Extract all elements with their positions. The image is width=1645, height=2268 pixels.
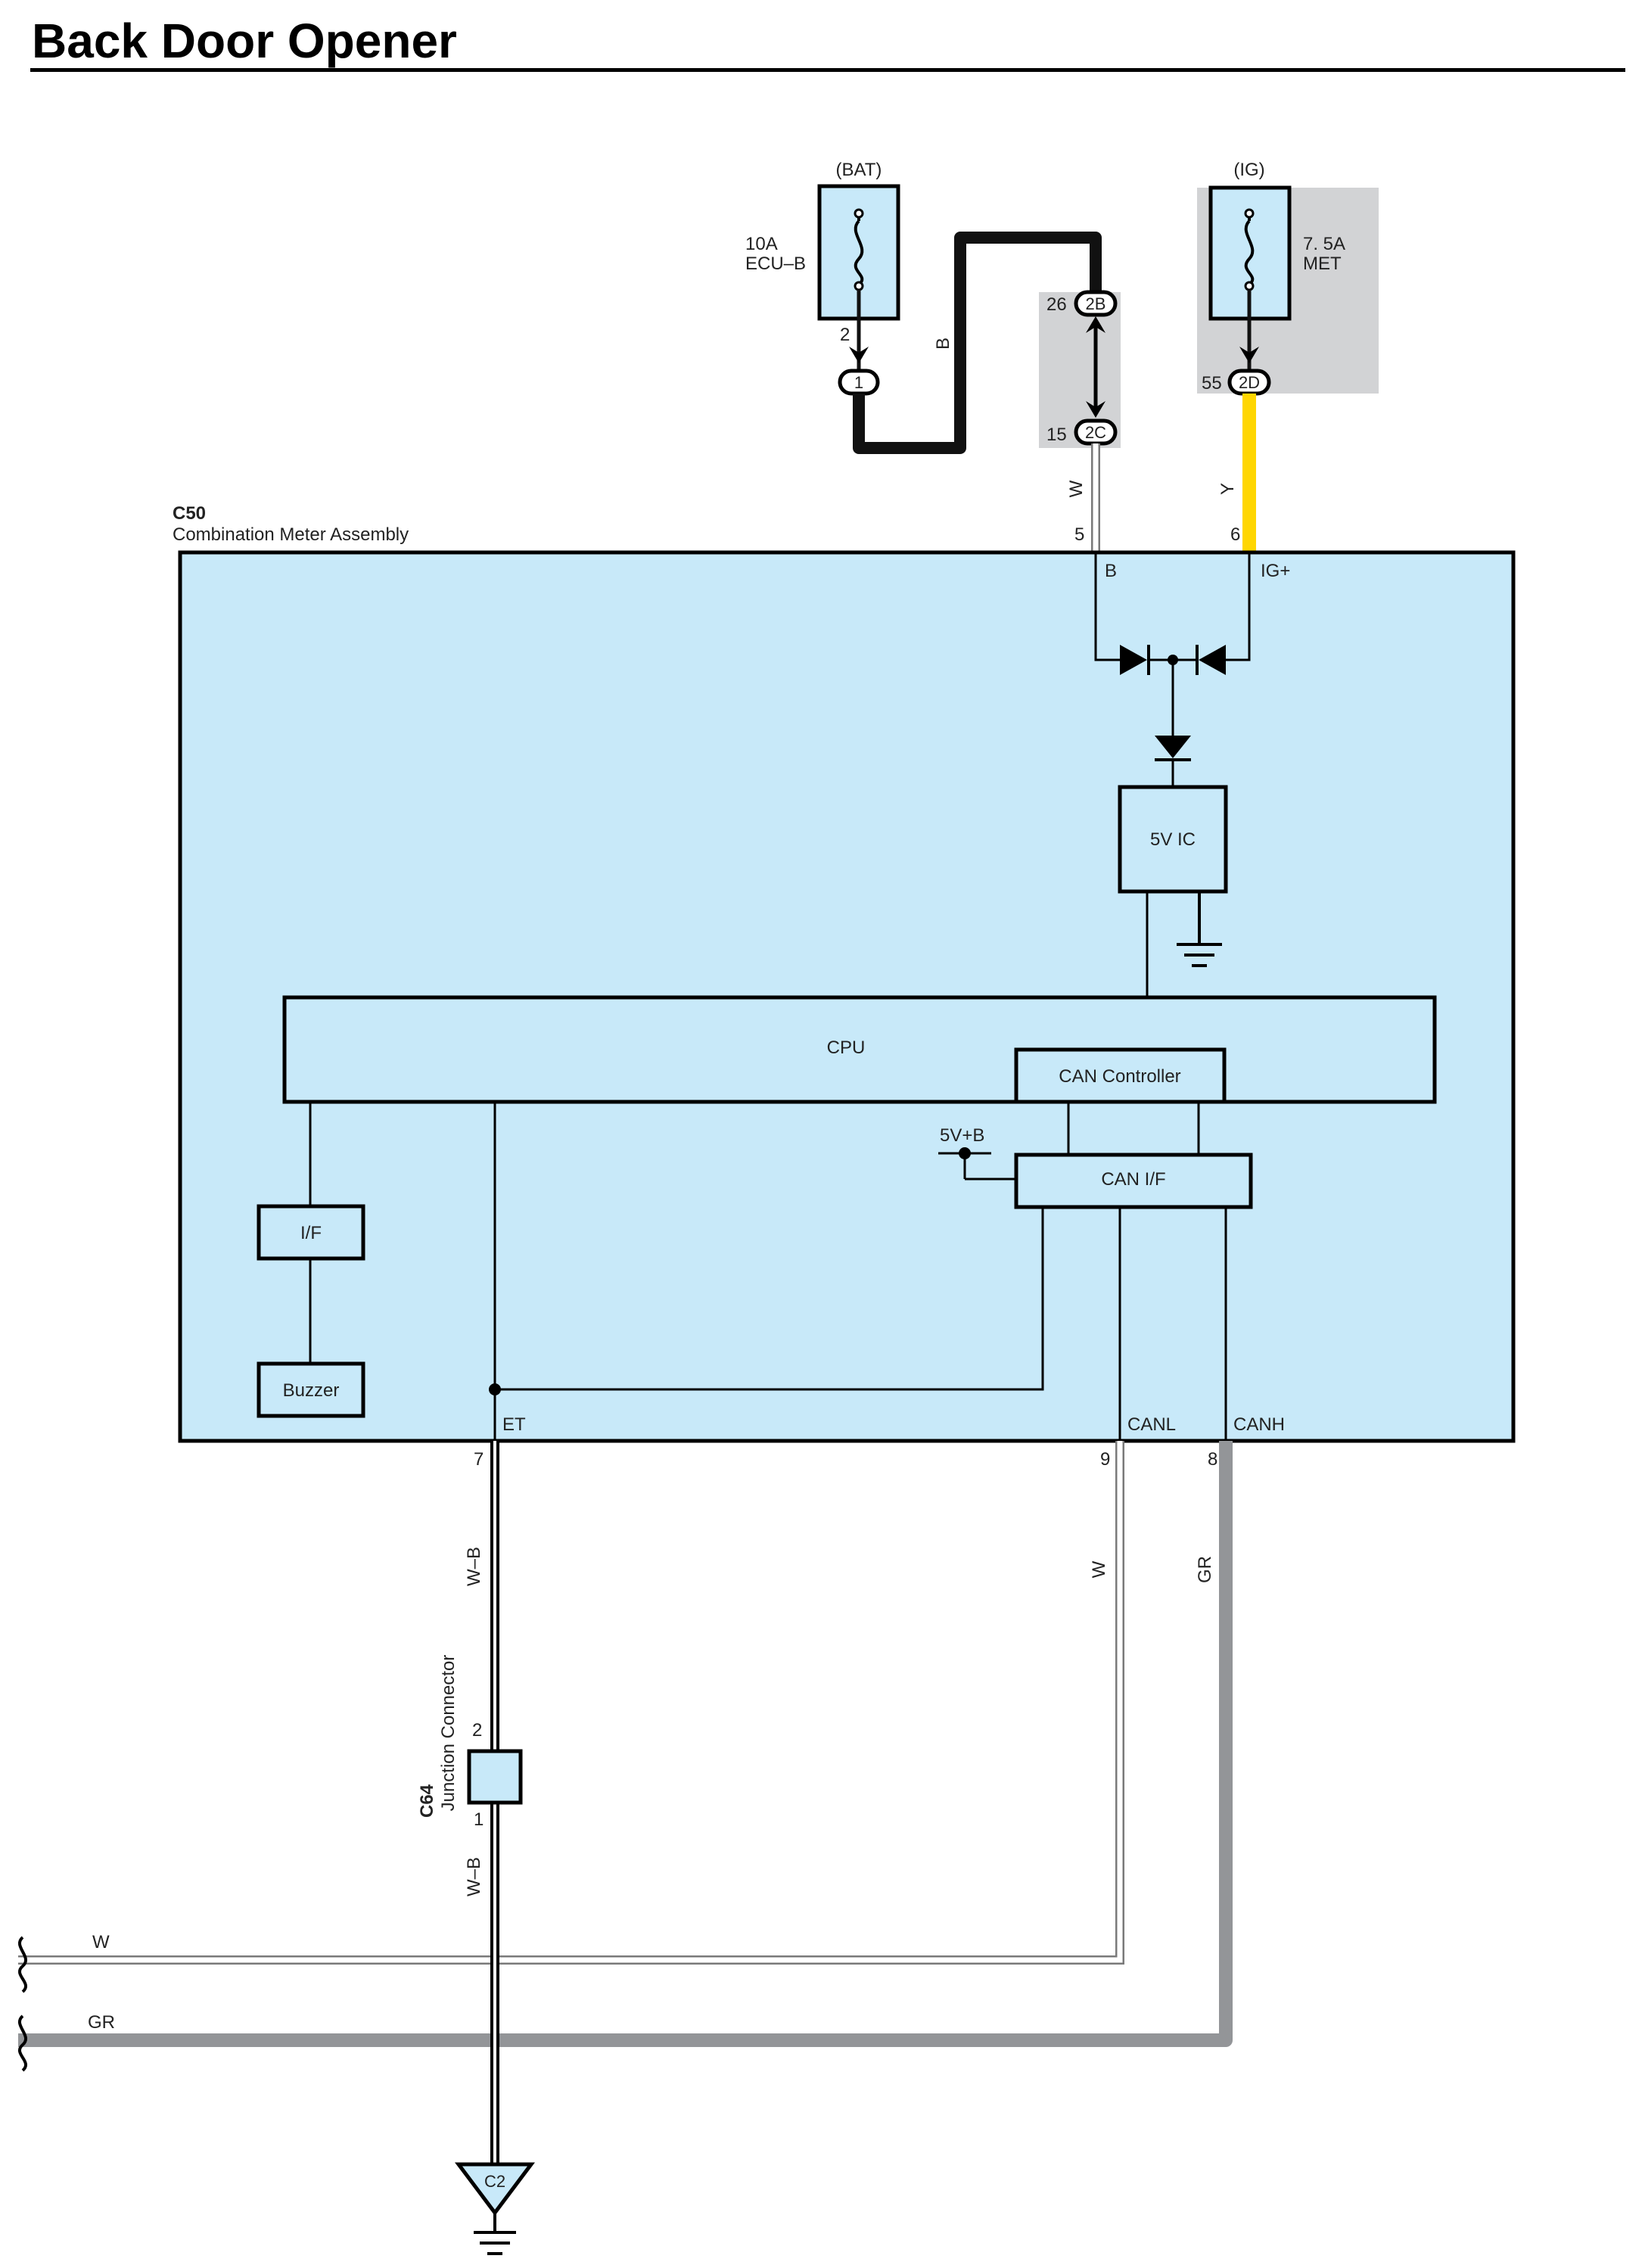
wire-et-lower-label: W–B [464, 1857, 484, 1896]
junction-pin-bottom: 1 [474, 1809, 484, 1830]
ig-fuse-name: MET [1303, 254, 1342, 274]
bus-w-break-icon [18, 1936, 27, 1993]
connector-1-id: 1 [854, 373, 863, 392]
wire-y-label: Y [1217, 483, 1238, 495]
wire-canl-w [18, 1441, 1124, 1965]
diode-junction-dot [1168, 655, 1178, 665]
supply-dot [959, 1147, 971, 1159]
title-rule [30, 68, 1625, 72]
bus-gr-label: GR [88, 2012, 115, 2033]
wire-canl-w-core [18, 1441, 1123, 1963]
junction-pin-top: 2 [472, 1720, 482, 1741]
diode-b-icon [1120, 645, 1150, 675]
wire-b-black [853, 232, 1102, 454]
et-junction-dot [489, 1383, 501, 1395]
can-controller-link-wires [1067, 1102, 1200, 1155]
wire-w-feed-label: W [1066, 480, 1087, 497]
buzzer-label: Buzzer [283, 1380, 340, 1401]
connector-2b-pin: 26 [1046, 294, 1067, 315]
bus-gr-break-icon [18, 2014, 27, 2072]
meter-pin-b-name: B [1105, 561, 1117, 581]
ic-5v-box [1118, 785, 1228, 894]
can-internal-wires [495, 1207, 1227, 1441]
meter-pin-et-num: 7 [474, 1449, 484, 1470]
connector-1-arrow-icon [849, 347, 869, 363]
ic-ground-icon [1177, 891, 1222, 967]
ig-fuse-header: (IG) [1233, 160, 1264, 180]
ground-icon [474, 2213, 516, 2255]
ground-triangle-icon [455, 2162, 535, 2217]
meter-pin-canl-num: 9 [1100, 1449, 1110, 1470]
can-if-label: CAN I/F [1101, 1169, 1165, 1190]
can-controller-box [1014, 1047, 1227, 1104]
meter-pin-b-num: 5 [1074, 524, 1084, 545]
bat-fuse-rating: 10A [745, 234, 778, 254]
ground-label: C2 [484, 2172, 505, 2191]
connector-2c-id: 2C [1085, 423, 1106, 442]
bus-w-label: W [92, 1932, 110, 1952]
buzzer-box [257, 1361, 365, 1418]
junction-code: C64 [417, 1784, 437, 1818]
if-label: I/F [300, 1223, 322, 1243]
connector-1-pin: 2 [840, 325, 850, 345]
diode-ig-icon [1196, 645, 1226, 675]
connector-2d-arrow-icon [1239, 347, 1259, 363]
if-box [257, 1204, 365, 1261]
cpu-box [282, 995, 1437, 1104]
meter-pin-canh-name: CANH [1233, 1414, 1285, 1435]
meter-pin-ig-name: IG+ [1261, 561, 1290, 581]
cpu-label: CPU [827, 1038, 866, 1058]
meter-name: Combination Meter Assembly [173, 524, 409, 545]
ig-fuse-rating: 7. 5A [1303, 234, 1345, 254]
meter-pin-et-name: ET [502, 1414, 526, 1435]
wire-canh-gr [18, 1441, 1233, 2047]
can-controller-label: CAN Controller [1059, 1066, 1180, 1087]
ig-fuse-icon [1244, 208, 1255, 291]
wire-canl-label: W [1089, 1560, 1109, 1578]
wire-b-black-label: B [933, 338, 953, 350]
connector-2d-id: 2D [1239, 373, 1260, 392]
meter-pin-canl-name: CANL [1127, 1414, 1176, 1435]
connector-2b [1074, 290, 1118, 317]
diode-down-icon [1155, 736, 1191, 761]
can-if-box [1014, 1153, 1253, 1209]
page-title-wrap: Back Door Opener [32, 11, 457, 71]
ic-5v-label: 5V IC [1150, 829, 1196, 850]
junction-connector-box [467, 1749, 523, 1805]
supply-label: 5V+B [940, 1125, 984, 1146]
meter-code: C50 [173, 503, 206, 524]
bat-fuse-name: ECU–B [745, 254, 806, 274]
connector-2b-id: 2B [1086, 294, 1106, 313]
wire-et-upper-label: W–B [464, 1547, 484, 1586]
page-title: Back Door Opener [32, 14, 457, 68]
connector-2b-2c-link [1086, 316, 1105, 418]
meter-pin-ig-num: 6 [1230, 524, 1240, 545]
meter-pin-canh-num: 8 [1208, 1449, 1217, 1470]
junction-name: Junction Connector [438, 1655, 459, 1812]
connector-2c-pin: 15 [1046, 425, 1067, 445]
wire-canh-label: GR [1195, 1556, 1215, 1583]
bat-fuse-header: (BAT) [836, 160, 882, 180]
connector-2d-pin: 55 [1202, 373, 1222, 394]
